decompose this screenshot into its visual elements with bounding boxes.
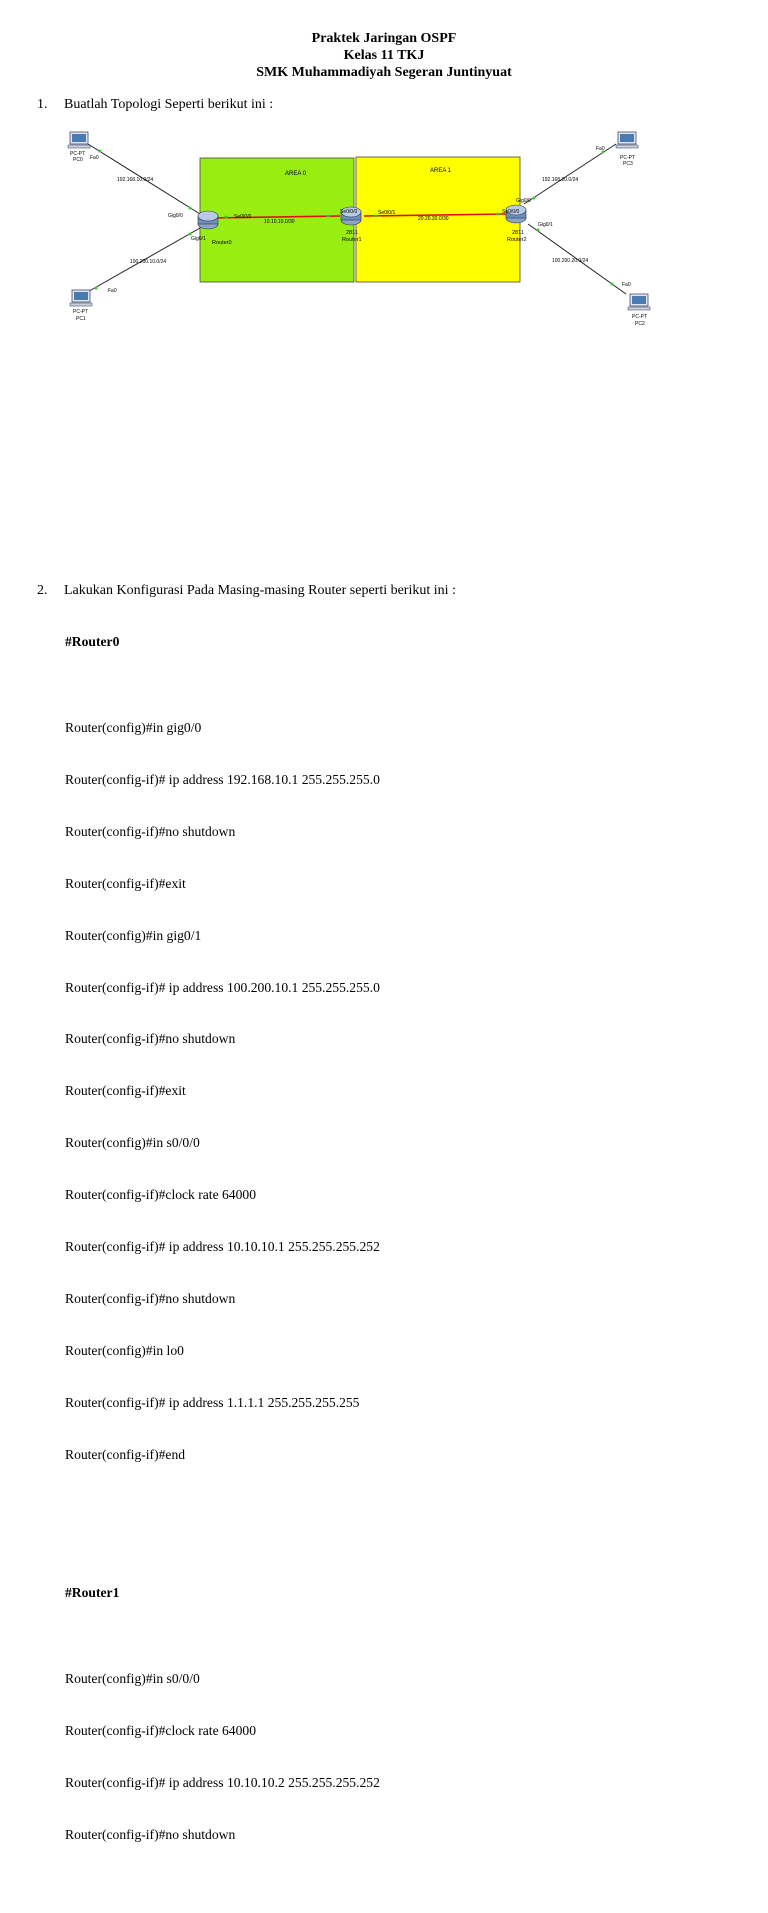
router-1-icon[interactable] bbox=[340, 206, 362, 226]
config-line: Router(config-if)#no shutdown bbox=[65, 823, 236, 839]
r2-gig00-label: Gig0/0 bbox=[516, 198, 531, 204]
pc-3-icon[interactable] bbox=[615, 131, 639, 149]
ethernet-cables bbox=[83, 143, 627, 295]
pc-0-icon[interactable] bbox=[67, 131, 91, 149]
config-line: Router(config-if)#no shutdown bbox=[65, 1031, 236, 1047]
config-line: Router(config-if)#exit bbox=[65, 1083, 186, 1099]
pc-0-type: PC-PT bbox=[70, 151, 85, 157]
step-text: Lakukan Konfigurasi Pada Masing-masing R… bbox=[64, 583, 456, 598]
router1-heading: #Router1 bbox=[65, 1584, 120, 1600]
config-line: Router(config-if)# ip address 1.1.1.1 25… bbox=[65, 1394, 360, 1410]
pc-1-type: PC-PT bbox=[73, 309, 88, 315]
config-line: Router(config)#in gig0/1 bbox=[65, 927, 202, 943]
router-2-model: 2811 bbox=[512, 230, 524, 236]
router-1-label: Router1 bbox=[342, 237, 362, 243]
network-label-pc0: 192.168.10.0/24 bbox=[117, 177, 153, 183]
config-line: Router(config-if)#end bbox=[65, 1446, 186, 1462]
document-header: Praktek Jaringan OSPF Kelas 11 TKJ SMK M… bbox=[0, 30, 768, 81]
r0-se000-label: Se0/0/0 bbox=[234, 214, 251, 220]
network-label-pc2: 100.200.20.0/24 bbox=[552, 258, 588, 264]
area-0-region bbox=[199, 157, 355, 283]
document-page: Praktek Jaringan OSPF Kelas 11 TKJ SMK M… bbox=[0, 30, 768, 1842]
pc-3-iface: Fa0 bbox=[596, 146, 605, 152]
router-2-icon[interactable] bbox=[505, 204, 527, 224]
step-number: 2. bbox=[37, 583, 48, 598]
r0-gig01-label: Gig0/1 bbox=[191, 236, 206, 242]
router0-heading: #Router0 bbox=[65, 633, 120, 649]
config-line: Router(config)#in gig0/0 bbox=[65, 720, 202, 736]
pc-2-icon[interactable] bbox=[627, 293, 651, 311]
network-label-serial-12: 20.20.20.0/30 bbox=[418, 216, 449, 222]
r1-se001-label: Se0/0/1 bbox=[378, 210, 395, 216]
r1-se000-label: Se0/0/0 bbox=[340, 209, 357, 215]
router-2-label: Router2 bbox=[507, 237, 527, 243]
step-1: 1. Buatlah Topologi Seperti berikut ini : bbox=[37, 96, 273, 113]
header-school: SMK Muhammadiyah Segeran Juntinyuat bbox=[256, 65, 512, 80]
router-1-model: 2811 bbox=[346, 230, 358, 236]
pc-3-label: PC3 bbox=[623, 161, 633, 167]
r2-gig01-label: Gig0/1 bbox=[538, 222, 553, 228]
r2-se000-label: Se0/0/0 bbox=[502, 209, 519, 215]
network-topology-diagram: AREA 0 AREA 1 Router0 bbox=[67, 131, 651, 327]
router1-config: Router(config)#in s0/0/0 Router(config-i… bbox=[65, 1636, 380, 1878]
config-line: Router(config)#in lo0 bbox=[65, 1342, 184, 1358]
pc-0-iface: Fa0 bbox=[90, 155, 99, 161]
header-class: Kelas 11 TKJ bbox=[343, 48, 425, 63]
area-0-label: AREA 0 bbox=[285, 171, 307, 177]
network-label-pc3: 192.168.20.0/24 bbox=[542, 177, 578, 183]
pc-2-type: PC-PT bbox=[632, 314, 647, 320]
config-line: Router(config)#in s0/0/0 bbox=[65, 1671, 200, 1687]
pc-3-type: PC-PT bbox=[620, 155, 635, 161]
step-text: Buatlah Topologi Seperti berikut ini : bbox=[64, 97, 274, 112]
port-indicators bbox=[94, 149, 614, 290]
network-label-pc1: 100.200.10.0/24 bbox=[130, 259, 166, 265]
serial-links bbox=[211, 213, 509, 219]
config-line: Router(config-if)#exit bbox=[65, 875, 186, 891]
router-0-icon[interactable] bbox=[197, 210, 219, 230]
header-title: Praktek Jaringan OSPF bbox=[311, 31, 457, 46]
config-line: Router(config)#in s0/0/0 bbox=[65, 1135, 200, 1151]
config-line: Router(config-if)# ip address 10.10.10.2… bbox=[65, 1775, 380, 1791]
config-line: Router(config-if)# ip address 100.200.10… bbox=[65, 979, 380, 995]
spacer bbox=[65, 1532, 380, 1549]
config-line: Router(config-if)#clock rate 64000 bbox=[65, 1187, 256, 1203]
pc-1-label: PC1 bbox=[76, 316, 86, 322]
pc-0-label: PC0 bbox=[73, 157, 83, 163]
pc-2-iface: Fa0 bbox=[622, 282, 631, 288]
area-1-label: AREA 1 bbox=[430, 168, 452, 174]
step-number: 1. bbox=[37, 97, 48, 112]
config-line: Router(config-if)#no shutdown bbox=[65, 1290, 236, 1306]
pc-1-icon[interactable] bbox=[69, 289, 93, 307]
network-label-serial-01: 10.10.10.0/30 bbox=[264, 219, 295, 225]
config-listing: #Router0 Router(config)#in gig0/0 Router… bbox=[65, 598, 380, 1913]
router-0-label: Router0 bbox=[212, 240, 232, 246]
r0-gig00-label: Gig0/0 bbox=[168, 213, 183, 219]
config-line: Router(config-if)# ip address 10.10.10.1… bbox=[65, 1238, 380, 1254]
pc-2-label: PC2 bbox=[635, 321, 645, 327]
config-line: Router(config-if)#clock rate 64000 bbox=[65, 1723, 256, 1739]
router0-config: Router(config)#in gig0/0 Router(config-i… bbox=[65, 684, 380, 1497]
pc-1-iface: Fa0 bbox=[108, 288, 117, 294]
area-1-region bbox=[355, 156, 521, 283]
config-line: Router(config-if)# ip address 192.168.10… bbox=[65, 771, 380, 787]
config-line: Router(config-if)#no shutdown bbox=[65, 1827, 236, 1843]
step-2: 2. Lakukan Konfigurasi Pada Masing-masing… bbox=[37, 582, 456, 599]
